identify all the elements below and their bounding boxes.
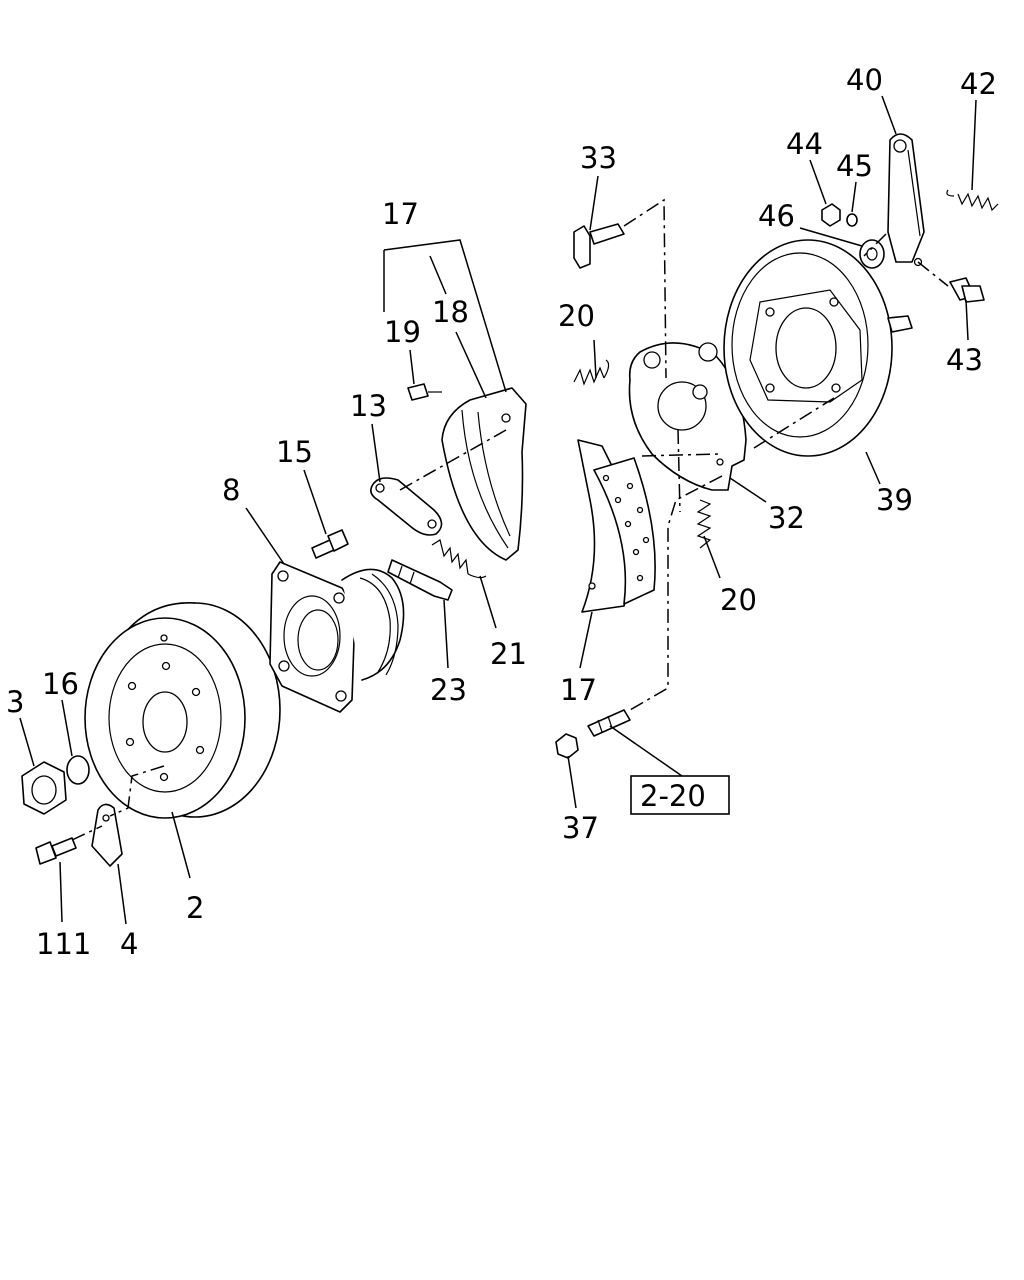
callout-13: 13 (350, 389, 387, 423)
washer-45 (846, 213, 858, 227)
brake-shoe-lined-17 (577, 439, 656, 613)
pin-23 (387, 559, 453, 601)
callout-8: 8 (222, 473, 240, 507)
clip-4 (91, 803, 123, 867)
callout-45: 45 (836, 149, 873, 183)
callout-44: 44 (786, 127, 823, 161)
lock-nut-3 (21, 761, 67, 815)
callout-20-upper: 20 (558, 299, 595, 333)
reference-box: 2-20 (630, 775, 730, 815)
callout-18: 18 (432, 295, 469, 329)
pin-33 (573, 223, 625, 269)
callout-46: 46 (758, 199, 795, 233)
spring-20-upper (573, 359, 610, 386)
callout-33: 33 (580, 141, 617, 175)
leader-lines (19, 95, 977, 925)
callout-42: 42 (960, 67, 997, 101)
callout-labels: 40 42 44 45 46 33 17 18 19 20 13 15 8 43… (6, 63, 997, 961)
reference-box-label: 2-20 (640, 779, 706, 813)
backing-plate-39 (723, 239, 913, 457)
callout-32: 32 (768, 501, 805, 535)
spring-21 (431, 539, 487, 579)
spring-42 (946, 189, 999, 212)
bolt-111 (35, 837, 77, 865)
callout-20-lower: 20 (720, 583, 757, 617)
nut-37 (555, 733, 579, 759)
callout-17-bottom: 17 (560, 673, 597, 707)
nut-44 (821, 203, 841, 227)
callout-17-top: 17 (382, 197, 419, 231)
callout-3: 3 (6, 685, 24, 719)
callout-23: 23 (430, 673, 467, 707)
callout-37: 37 (562, 811, 599, 845)
callout-15: 15 (276, 435, 313, 469)
link-plate-13 (370, 477, 443, 536)
alignment-lines (71, 198, 949, 841)
hub-flange (269, 561, 405, 713)
spring-20-lower (696, 499, 712, 549)
callout-16: 16 (42, 667, 79, 701)
stud (587, 709, 631, 737)
callout-40: 40 (846, 63, 883, 97)
callout-4: 4 (120, 927, 138, 961)
callout-43: 43 (946, 343, 983, 377)
callout-2: 2 (186, 891, 204, 925)
ring-16 (66, 755, 90, 785)
callout-19: 19 (384, 315, 421, 349)
washer-46 (859, 239, 885, 269)
bolt-43 (949, 277, 985, 303)
brake-shoe-18 (441, 387, 527, 561)
anchor-plate-32 (628, 342, 747, 491)
brake-drum (84, 602, 281, 819)
callout-39: 39 (876, 483, 913, 517)
screw-19 (407, 383, 442, 401)
callout-111: 111 (36, 927, 91, 961)
bolt-15 (311, 529, 349, 559)
lever-40 (887, 133, 925, 267)
reference-box-frame (630, 775, 730, 815)
callout-21: 21 (490, 637, 527, 671)
